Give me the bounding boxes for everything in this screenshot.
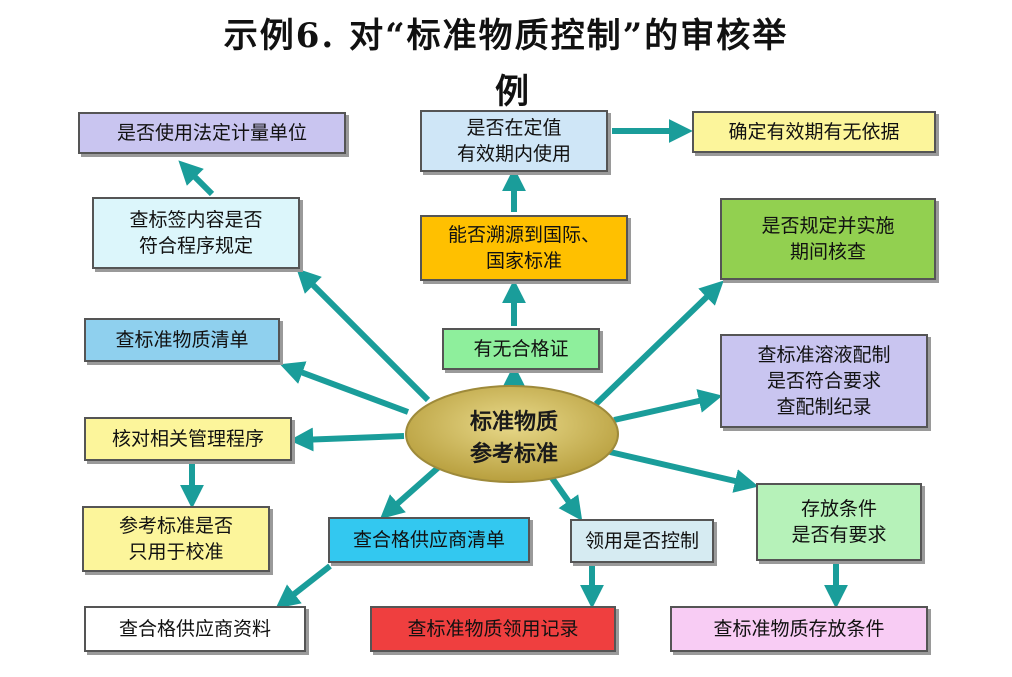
node-material-list: 查标准物质清单 [84, 318, 280, 362]
arrow-to-storage-req [609, 449, 759, 493]
node-label-check: 查标签内容是否 符合程序规定 [92, 197, 300, 269]
page-title: 示例6. 对“标准物质控制”的审核举 [223, 16, 789, 56]
arrow-to-material-list [279, 361, 410, 415]
arrow-to-solution-prep [613, 389, 723, 423]
center-ellipse [405, 385, 619, 483]
node-calibration-only: 参考标准是否 只用于校准 [82, 506, 270, 572]
arrow-to-supplier-info [275, 563, 332, 609]
node-expiry-basis: 确定有效期有无依据 [692, 111, 936, 153]
arrow-to-use-control [549, 476, 583, 521]
arrow-to-legal-units [178, 160, 215, 197]
node-use-records: 查标准物质领用记录 [370, 606, 616, 652]
center-line-2: 参考标准 [469, 441, 558, 467]
node-certificate: 有无合格证 [442, 328, 600, 370]
node-storage-cond: 查标准物质存放条件 [670, 606, 928, 652]
node-use-control: 领用是否控制 [570, 519, 714, 563]
center-line-1: 标准物质 [469, 409, 558, 435]
node-storage-req: 存放条件 是否有要求 [756, 483, 922, 561]
arrow-to-supplier-list [379, 463, 442, 520]
node-interim-check: 是否规定并实施 期间核查 [720, 198, 936, 280]
page-title-continued: 例 [495, 72, 529, 112]
node-legal-units: 是否使用法定计量单位 [78, 112, 346, 154]
node-validity-use: 是否在定值 有效期内使用 [420, 110, 608, 172]
arrow-to-procedures [289, 427, 405, 452]
node-supplier-info: 查合格供应商资料 [84, 606, 306, 652]
center-node-label: 标准物质 参考标准 [414, 406, 614, 470]
node-supplier-list: 查合格供应商清单 [328, 517, 530, 563]
arrow-to-label-check [296, 268, 431, 403]
arrow-to-interim-check [593, 280, 724, 407]
node-traceability: 能否溯源到国际、 国家标准 [420, 215, 628, 281]
node-procedures: 核对相关管理程序 [84, 417, 292, 461]
node-solution-prep: 查标准溶液配制 是否符合要求 查配制纪录 [720, 334, 928, 428]
